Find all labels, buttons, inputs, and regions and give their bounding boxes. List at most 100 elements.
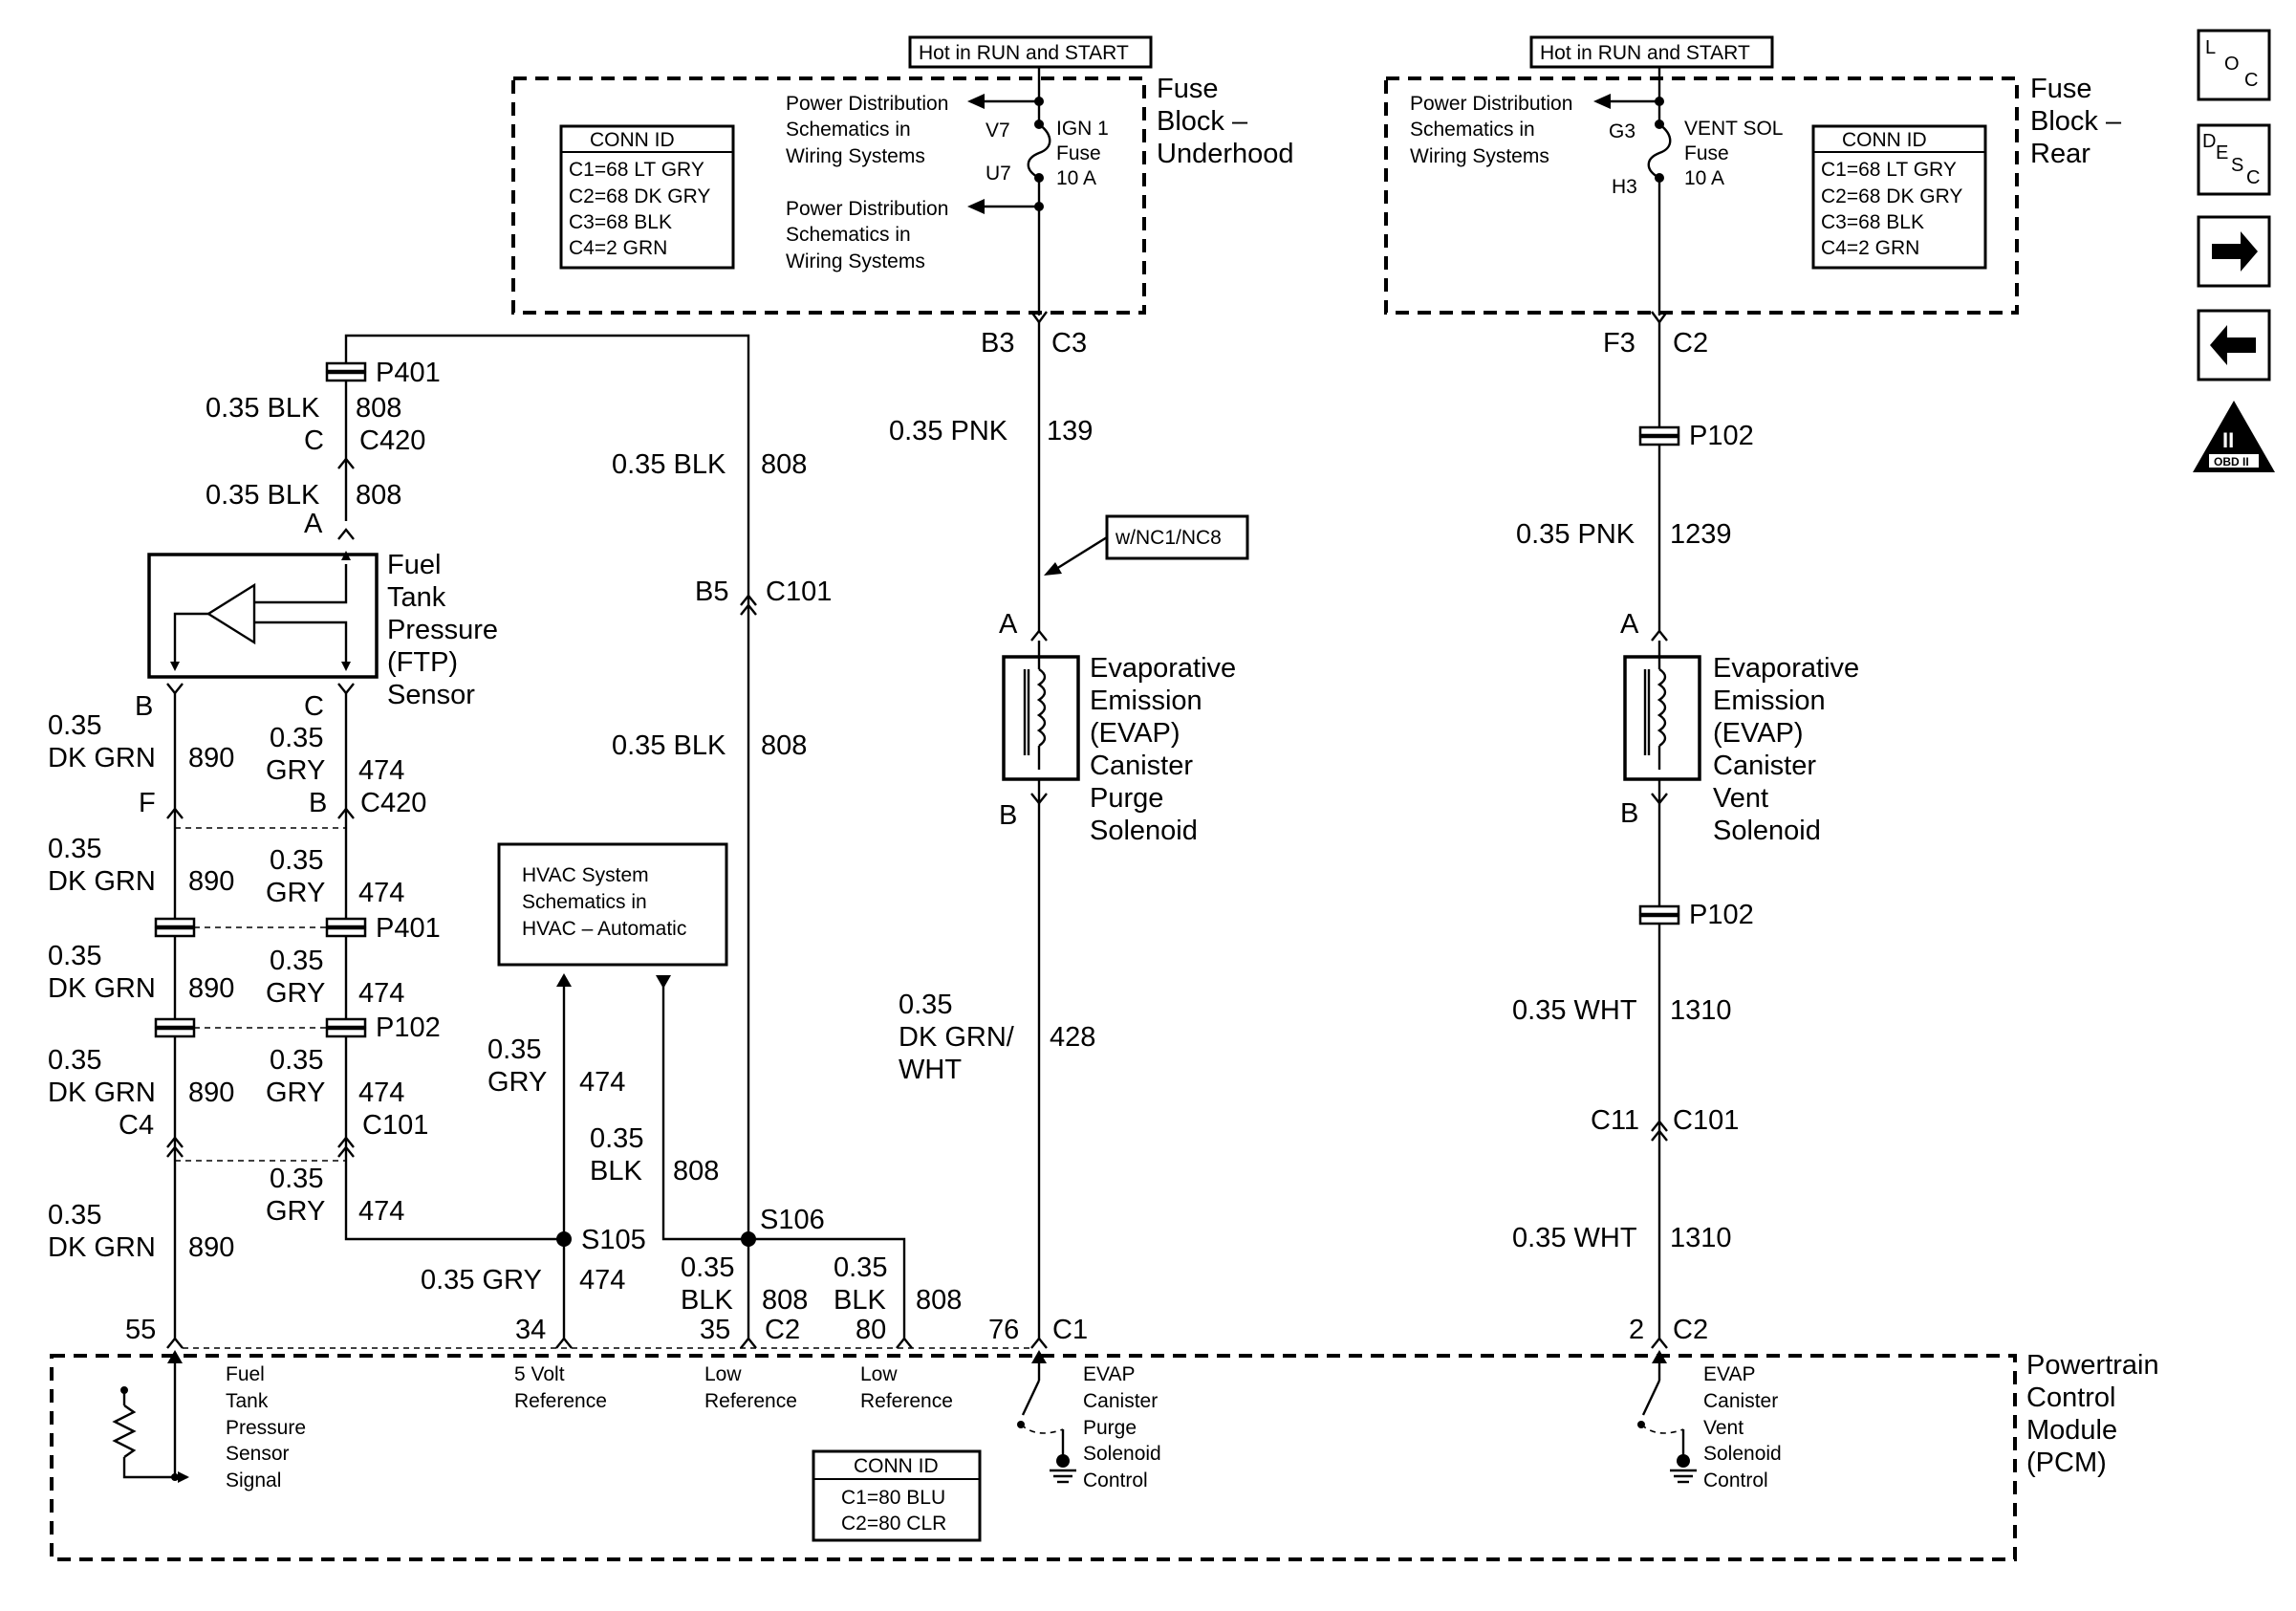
hot-in-run-start-label: Hot in RUN and START	[1540, 42, 1750, 64]
connector-label: B3	[981, 328, 1014, 359]
wire-number: 808	[761, 730, 807, 761]
splice-p102-bottom	[1638, 904, 1680, 925]
hvac-reference-box[interactable]: HVAC System Schematics in HVAC – Automat…	[497, 842, 728, 967]
fuse-label: 10 A	[1684, 167, 1724, 189]
desc-letter: E	[2216, 142, 2228, 163]
conn-id-line: C1=68 LT GRY	[1821, 159, 1957, 181]
connector-pin: A	[304, 509, 323, 539]
fuse-pin-label: H3	[1612, 176, 1637, 198]
component-label: Fuel	[387, 550, 441, 580]
pcm-terminal-label: Canister	[1083, 1390, 1158, 1412]
fuse-label: IGN 1	[1056, 118, 1109, 140]
pcm-terminal-label: Pressure	[226, 1417, 306, 1439]
wire-gauge: 0.35 WHT	[1512, 1223, 1637, 1253]
connector-label: B5	[695, 577, 728, 607]
hot-label-underhood: Hot in RUN and START	[908, 35, 1153, 69]
wire-gauge: 0.35	[590, 1123, 643, 1154]
pcm-terminal-label: 5 Volt	[514, 1363, 565, 1385]
wire-number: 890	[188, 743, 234, 773]
splice-p102-left	[154, 1017, 367, 1038]
conn-id-box-underhood: CONN ID C1=68 LT GRY C2=68 DK GRY C3=68 …	[559, 124, 735, 270]
wire-number: 474	[579, 1265, 625, 1295]
hvac-ref-text: HVAC – Automatic	[522, 918, 686, 940]
component-label: (FTP)	[387, 647, 458, 678]
wire-gauge: GRY	[266, 1196, 325, 1227]
conn-id-header: CONN ID	[590, 129, 675, 151]
fuse-pin-label: U7	[986, 163, 1011, 185]
hot-in-run-start-label: Hot in RUN and START	[919, 42, 1129, 64]
previous-arrow-icon[interactable]	[2197, 309, 2271, 381]
wire-gauge: DK GRN	[48, 1078, 156, 1108]
wire-number: 808	[356, 393, 401, 424]
desc-letter: S	[2231, 155, 2243, 176]
power-dist-ref[interactable]: Wiring Systems	[786, 145, 925, 167]
purge-solenoid	[1002, 641, 1080, 781]
option-note-text: w/NC1/NC8	[1115, 527, 1222, 549]
wire-gauge: 0.35	[48, 941, 101, 971]
obd-numeral: II	[2222, 428, 2234, 452]
conn-id-line: C1=68 LT GRY	[569, 159, 704, 181]
power-dist-ref[interactable]: Wiring Systems	[1410, 145, 1549, 167]
option-note: w/NC1/NC8	[1044, 514, 1249, 576]
fuse-block-title: Fuse	[1157, 74, 1218, 104]
wire-gauge: GRY	[266, 755, 325, 786]
power-dist-ref[interactable]: Power Distribution	[786, 198, 948, 220]
next-arrow-icon[interactable]	[2197, 215, 2271, 288]
connector-pin: B	[135, 691, 153, 722]
connector-pin: B	[999, 800, 1017, 831]
wire-number: 474	[358, 878, 404, 908]
wire-gauge: 0.35 BLK	[612, 730, 726, 761]
wire-gauge: 0.35	[270, 1164, 323, 1194]
conn-id-line: C3=68 BLK	[1821, 211, 1924, 233]
wire-gauge: 0.35	[681, 1252, 734, 1283]
wire-number: 890	[188, 973, 234, 1004]
wire-gauge: GRY	[266, 878, 325, 908]
power-dist-ref[interactable]: Power Distribution	[786, 93, 948, 115]
wire-number: 428	[1050, 1022, 1095, 1053]
splice-label: S106	[760, 1205, 825, 1235]
loc-letter: L	[2205, 37, 2216, 58]
obd-ii-icon[interactable]: II OBD II	[2193, 401, 2275, 472]
connector-label: P102	[376, 1012, 441, 1043]
fuse-block-rear	[1384, 76, 2019, 315]
power-dist-ref[interactable]: Schematics in	[1410, 119, 1535, 141]
conn-id-line: C4=2 GRN	[1821, 237, 1919, 259]
wire-number: 1239	[1670, 519, 1732, 550]
pcm-terminal-label: Reference	[704, 1390, 797, 1412]
wire-gauge: 0.35	[270, 946, 323, 976]
power-dist-ref[interactable]: Wiring Systems	[786, 250, 925, 272]
pcm-terminal-label: Low	[704, 1363, 742, 1385]
power-dist-ref[interactable]: Schematics in	[786, 224, 911, 246]
wire-number: 474	[358, 1078, 404, 1108]
pcm-terminal-label: EVAP	[1083, 1363, 1135, 1385]
connector-label: C2	[765, 1315, 800, 1345]
loc-letter: O	[2224, 54, 2240, 75]
component-label: Purge	[1090, 783, 1163, 814]
conn-id-line: C4=2 GRN	[569, 237, 667, 259]
component-label: Sensor	[387, 680, 475, 710]
splice-p401-top	[325, 361, 367, 382]
connector-pin: C	[304, 691, 324, 722]
wire-number: 808	[762, 1285, 808, 1316]
component-label: Canister	[1090, 751, 1193, 781]
wire-number: 890	[188, 866, 234, 897]
power-dist-ref[interactable]: Schematics in	[786, 119, 911, 141]
conn-id-line: C3=68 BLK	[569, 211, 672, 233]
power-dist-ref[interactable]: Power Distribution	[1410, 93, 1572, 115]
component-label: Canister	[1713, 751, 1816, 781]
wire-gauge: 0.35	[487, 1034, 541, 1065]
wire-gauge: 0.35	[270, 1045, 323, 1076]
wire-gauge: 0.35	[834, 1252, 887, 1283]
description-icon[interactable]: D E S C	[2197, 123, 2271, 196]
pcm-title: Module	[2026, 1415, 2117, 1446]
connector-label: C420	[360, 788, 426, 818]
fuse-label: Fuse	[1684, 142, 1729, 164]
component-label: Solenoid	[1090, 816, 1198, 846]
wire-gauge: GRY	[266, 978, 325, 1009]
location-icon[interactable]: L O C	[2197, 29, 2271, 101]
component-label: Emission	[1090, 686, 1202, 716]
wire-gauge: 0.35 BLK	[206, 393, 320, 424]
loc-letter: C	[2244, 70, 2258, 91]
pcm-terminal-label: Low	[860, 1363, 898, 1385]
wire-number: 139	[1047, 416, 1093, 446]
